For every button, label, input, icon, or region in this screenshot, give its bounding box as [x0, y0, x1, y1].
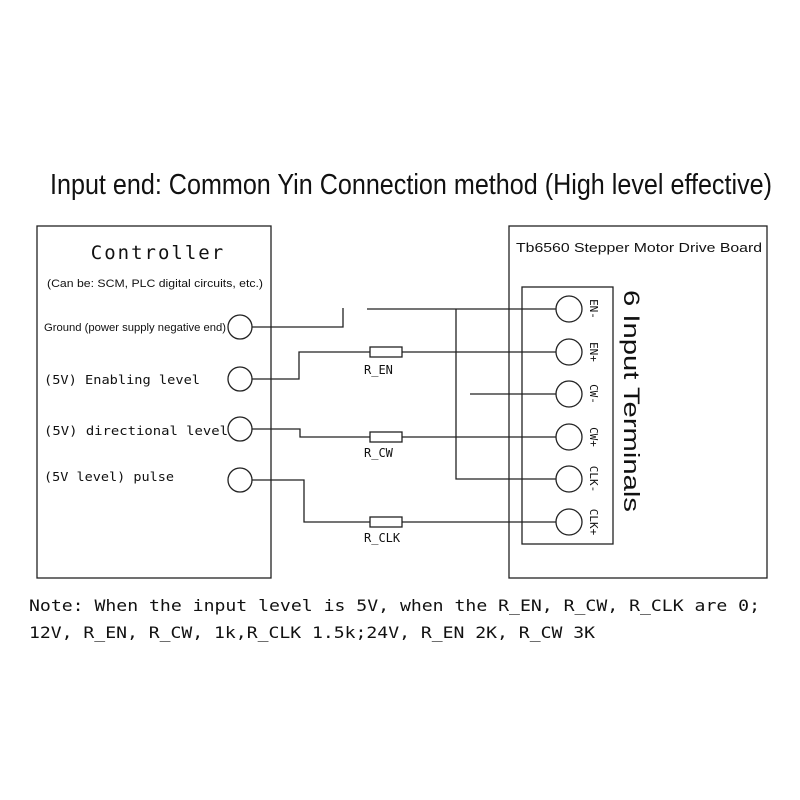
resistor-label-cw: R_CW	[364, 446, 394, 460]
port-label-enable: (5V) Enabling level	[44, 373, 200, 387]
terminal-cw-minus	[555, 380, 583, 408]
terminal-en-plus	[555, 338, 583, 366]
port-terminal-ground	[227, 314, 253, 340]
controller-heading: Controller	[91, 242, 225, 264]
wire-enable-a	[252, 351, 370, 380]
resistor-cw	[369, 431, 403, 443]
terminal-block	[521, 286, 614, 545]
terminal-clk-minus	[555, 465, 583, 493]
wire-pulse-a	[252, 479, 370, 523]
terminal-clk-plus	[555, 508, 583, 536]
terminal-label-clk-plus: CLK+	[587, 509, 600, 536]
board-heading: Tb6560 Stepper Motor Drive Board	[516, 240, 762, 255]
resistor-label-en: R_EN	[364, 363, 393, 377]
port-terminal-direction	[227, 416, 253, 442]
terminal-label-en-minus: EN-	[587, 299, 600, 319]
terminals-title: 6 Input Terminals	[619, 290, 644, 512]
resistor-label-clk: R_CLK	[364, 531, 401, 545]
wire-ground	[252, 308, 344, 328]
port-label-pulse: (5V level) pulse	[44, 470, 174, 484]
terminal-label-en-plus: EN+	[587, 342, 600, 362]
board-box	[508, 225, 768, 579]
diagram-title: Input end: Common Yin Connection method …	[50, 169, 772, 201]
port-terminal-enable	[227, 366, 253, 392]
terminal-cw-plus	[555, 423, 583, 451]
controller-box	[36, 225, 272, 579]
resistor-clk	[369, 516, 403, 528]
note-line-2: 12V, R_EN, R_CW, 1k,R_CLK 1.5k;24V, R_EN…	[29, 623, 595, 642]
wire-direction-a	[252, 428, 370, 438]
wire-common-bus	[455, 309, 556, 480]
port-terminal-pulse	[227, 467, 253, 493]
note-line-1: Note: When the input level is 5V, when t…	[29, 596, 760, 615]
resistor-en	[369, 346, 403, 358]
terminal-label-clk-minus: CLK-	[587, 466, 600, 493]
port-label-ground: Ground (power supply negative end)	[44, 322, 226, 334]
port-label-direction: (5V) directional level	[44, 424, 228, 438]
terminal-label-cw-minus: CW-	[587, 384, 600, 404]
wires	[252, 308, 556, 523]
terminal-label-cw-plus: CW+	[587, 427, 600, 447]
terminal-en-minus	[555, 295, 583, 323]
controller-subheading: (Can be: SCM, PLC digital circuits, etc.…	[47, 278, 263, 290]
